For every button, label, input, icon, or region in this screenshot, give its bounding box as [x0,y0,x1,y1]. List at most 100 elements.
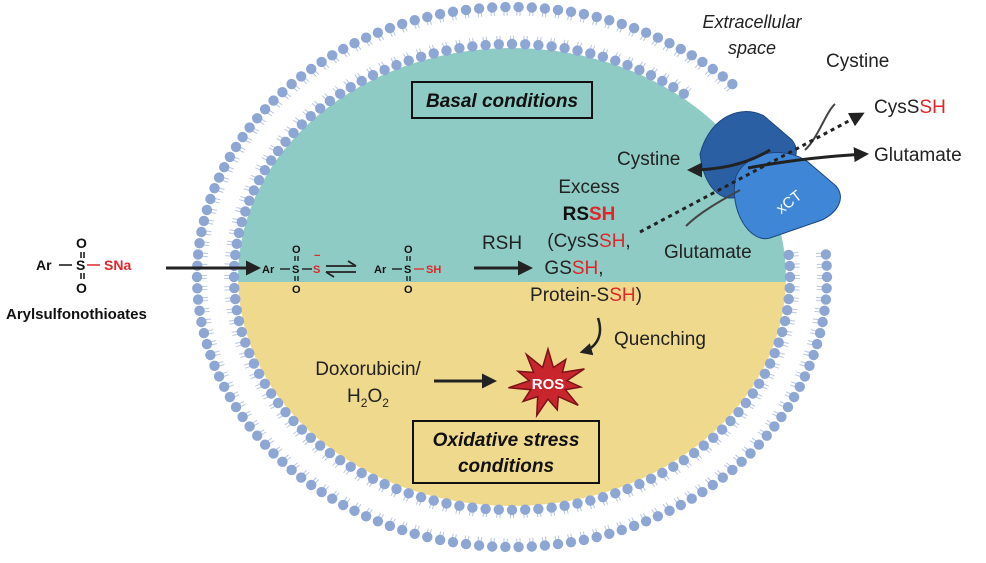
lipid-head-inner [668,82,678,92]
lipid-head-inner [244,196,254,206]
lipid-head-inner [237,217,247,227]
lipid-head-inner [254,175,264,185]
lipid-head-inner [467,502,477,512]
lipid-head-inner [770,348,780,358]
lipid-head-inner [266,388,276,398]
lipid-head-outer [214,172,224,182]
lipid-head-outer [194,238,204,248]
lipid-head-outer [697,487,707,497]
lipid-head-outer [231,402,241,412]
lipid-head-outer [500,542,510,552]
lipid-head-inner [288,128,298,138]
lipid-head-outer [592,12,602,22]
lipid-head-inner [572,45,582,55]
lipid-head-outer [338,500,348,510]
lipid-head-inner [784,250,794,260]
quenching-label: Quenching [614,329,706,350]
lipid-head-inner [404,488,414,498]
lipid-head-inner [754,379,764,389]
lipid-head-outer [718,71,728,81]
lipid-head-outer [727,465,737,475]
lipid-head-inner [494,39,504,49]
persulfide-cysssh: (CysSSH, [547,231,630,252]
lipid-head-inner [429,48,439,58]
lipid-head-outer [769,421,779,431]
svg-text:Ar: Ar [262,264,275,276]
lipid-head-inner [559,43,569,53]
lipid-head-outer [260,440,270,450]
lipid-head-inner [441,45,451,55]
lipid-head-inner [335,89,345,99]
lipid-head-outer [604,15,614,25]
lipid-head-inner [657,76,667,86]
lipid-head-outer [327,50,337,60]
lipid-head-inner [379,65,389,75]
lipid-head-outer [361,33,371,43]
rssh-label: RSSH [563,204,616,225]
lipid-head-outer [540,540,550,550]
lipid-head-inner [260,379,270,389]
lipid-head-outer [410,15,420,25]
lipid-head-inner [733,407,743,417]
lipid-head-outer [553,5,563,15]
lipid-head-outer [277,457,287,467]
lipid-head-inner [229,272,239,282]
basal-conditions-label: Basal conditions [426,91,578,112]
lipid-head-outer [225,392,235,402]
lipid-head-outer [553,539,563,549]
lipid-head-outer [306,64,316,74]
lipid-head-outer [718,472,728,482]
svg-text:O: O [404,244,413,256]
lipid-head-inner [784,294,794,304]
lipid-head-outer [192,283,202,293]
lipid-head-inner [546,41,556,51]
lipid-head-outer [349,506,359,516]
lipid-head-outer [422,12,432,22]
lipid-head-inner [780,316,790,326]
lipid-head-outer [676,500,686,510]
lipid-head-inner [315,103,325,113]
lipid-head-inner [785,283,795,293]
lipid-head-outer [745,448,755,458]
lipid-head-inner [533,504,543,514]
lipid-head-outer [448,7,458,17]
lipid-head-outer [422,532,432,542]
lipid-head-inner [288,416,298,426]
lipid-head-inner [232,239,242,249]
lipid-head-outer [461,5,471,15]
lipid-head-inner [634,479,644,489]
lipid-head-outer [244,421,254,431]
cysssh-outside-label: CysSSH [874,97,946,118]
lipid-head-outer [513,542,523,552]
lipid-head-outer [435,535,445,545]
lipid-head-inner [480,40,490,50]
lipid-head-outer [268,95,278,105]
lipid-head-inner [699,440,709,450]
lipid-head-inner [689,448,699,458]
lipid-head-inner [335,455,345,465]
lipid-head-outer [193,294,203,304]
lipid-head-inner [622,484,632,494]
lipid-head-outer [296,472,306,482]
lipid-head-outer [812,339,822,349]
lipid-head-inner [646,70,656,80]
lipid-head-outer [214,371,224,381]
rsh-label: RSH [482,233,522,254]
lipid-head-inner [679,89,689,99]
lipid-head-outer [196,227,206,237]
lipid-head-outer [821,294,831,304]
lipid-head-inner [273,146,283,156]
lipid-head-outer [579,9,589,19]
lipid-head-outer [487,2,497,12]
lipid-head-inner [559,501,569,511]
lipid-head-inner [585,48,595,58]
lipid-head-inner [266,155,276,165]
lipid-head-outer [202,205,212,215]
lipid-head-outer [762,431,772,441]
svg-text:O: O [76,280,87,296]
lipid-head-inner [416,492,426,502]
lipid-head-outer [789,392,799,402]
lipid-head-inner [507,505,517,515]
lipid-head-outer [822,261,832,271]
svg-text:S: S [292,264,299,276]
